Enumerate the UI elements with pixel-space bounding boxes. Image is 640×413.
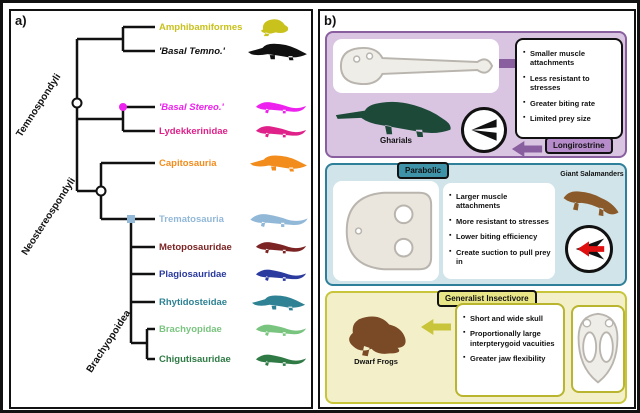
dwarf-frogs-label: Dwarf Frogs	[354, 357, 398, 366]
panel-b-label: b)	[324, 13, 337, 28]
longirostrine-arrow-icon	[511, 141, 543, 157]
taxon-label-lydekkerinidae: Lydekkerinidae	[159, 126, 228, 137]
generalist-arrow-icon	[421, 319, 451, 335]
bullet-item: Lower biting efficiency	[449, 232, 551, 241]
phylogenetic-tree: Temnospondyli Neostereospondyli Brachyop…	[14, 19, 308, 375]
taxon-label-rhytidosteidae: Rhytidosteidae	[159, 297, 227, 308]
taxon-label-brachyopidae: Brachyopidae	[159, 324, 222, 335]
taxon-label-trematosauria: Trematosauria	[159, 214, 225, 225]
bullet-item: Short and wide skull	[463, 314, 559, 323]
bullet-item: More resistant to stresses	[449, 217, 551, 226]
lydekkerinidae-silhouette	[255, 126, 307, 138]
tree-branches	[75, 25, 155, 361]
bullet-item: Proportionally large interpterygoid vacu…	[463, 329, 559, 348]
skull-to-traits-connector	[499, 59, 515, 68]
metoposauridae-silhouette	[255, 242, 307, 254]
giant-salamanders-label: Giant Salamanders	[560, 171, 624, 178]
taxon-label-amphibamiformes: Amphibamiformes	[159, 22, 242, 33]
parabolic-skull-illustration	[345, 191, 433, 271]
gharial-skull-box	[333, 39, 499, 93]
bullet-item: Smaller muscle attachments	[523, 49, 617, 68]
longirostrine-badge: Longirostrine	[545, 137, 613, 154]
taxon-label-plagiosauridae: Plagiosauridae	[159, 269, 227, 280]
taxon-label-basal-stereo: 'Basal Stereo.'	[159, 102, 224, 113]
parabolic-bullet-list: Larger muscle attachments More resistant…	[448, 192, 552, 266]
frog-skull-illustration	[577, 312, 619, 384]
bullet-item: Create suction to pull prey in	[449, 248, 551, 267]
generalist-traits-box: Short and wide skull Proportionally larg…	[455, 303, 565, 397]
frog-skull-box	[571, 305, 625, 393]
panel-a-label: a)	[15, 13, 27, 28]
neostereospondyli-node-marker	[95, 185, 107, 197]
trematosauria-silhouette	[250, 214, 308, 227]
dwarf-frog-silhouette	[349, 316, 406, 357]
longirostrine-section: Smaller muscle attachments Less resistan…	[325, 31, 627, 158]
parabolic-skull-box	[333, 181, 439, 281]
longirostrine-traits-box: Smaller muscle attachments Less resistan…	[515, 38, 623, 139]
longirostrine-bullet-list: Smaller muscle attachments Less resistan…	[522, 49, 618, 123]
basal-stereo-silhouette	[255, 102, 307, 114]
generalist-section: Generalist Insectivore Dwarf Frogs Short…	[325, 290, 627, 404]
giant-salamander-silhouette	[563, 191, 619, 217]
temnospondyli-node-marker	[71, 97, 83, 109]
gharials-label: Gharials	[379, 136, 412, 145]
parabolic-badge: Parabolic	[397, 162, 450, 179]
amphibamiformes-silhouette	[261, 19, 289, 37]
bullet-item: Greater jaw flexibility	[463, 354, 559, 363]
taxon-label-basal-temno: 'Basal Temno.'	[159, 46, 226, 57]
capitosauria-silhouette	[250, 155, 307, 172]
gharial-silhouette	[335, 101, 451, 137]
parabolic-traits-box: Larger muscle attachments More resistant…	[443, 183, 555, 279]
panel-b-ecomorphs: b) Smaller muscle attachments Less resis…	[318, 9, 636, 409]
parabolic-section: Parabolic Larger muscle attachments More…	[325, 162, 627, 286]
parabolic-suction-icon	[565, 225, 613, 273]
bullet-item: Greater biting rate	[523, 99, 617, 108]
clade-label-brachyopoidea: Brachyopoidea	[85, 308, 134, 375]
longirostrine-bite-icon	[461, 107, 507, 153]
bullet-item: Limited prey size	[523, 114, 617, 123]
chigutisauridae-silhouette	[255, 354, 307, 366]
bullet-item: Less resistant to stresses	[523, 74, 617, 93]
generalist-bullet-list: Short and wide skull Proportionally larg…	[462, 314, 560, 364]
bullet-item: Larger muscle attachments	[449, 192, 551, 211]
gharial-skull-illustration	[339, 46, 494, 86]
basal-temno-silhouette	[248, 43, 307, 61]
taxon-label-metoposauridae: Metoposauridae	[159, 242, 232, 253]
basal-stereo-node-marker	[119, 103, 127, 111]
rhytidosteidae-silhouette	[251, 295, 306, 311]
clade-label-neostereospondyli: Neostereospondyli	[20, 176, 78, 258]
trematosauria-node-marker	[127, 215, 135, 223]
panel-a-phylogeny: a)	[9, 9, 313, 409]
clade-label-temnospondyli: Temnospondyli	[14, 72, 63, 140]
taxon-label-chigutisauridae: Chigutisauridae	[159, 354, 231, 365]
taxon-label-capitosauria: Capitosauria	[159, 158, 217, 169]
plagiosauridae-silhouette	[255, 269, 307, 281]
brachyopidae-silhouette	[255, 324, 307, 336]
